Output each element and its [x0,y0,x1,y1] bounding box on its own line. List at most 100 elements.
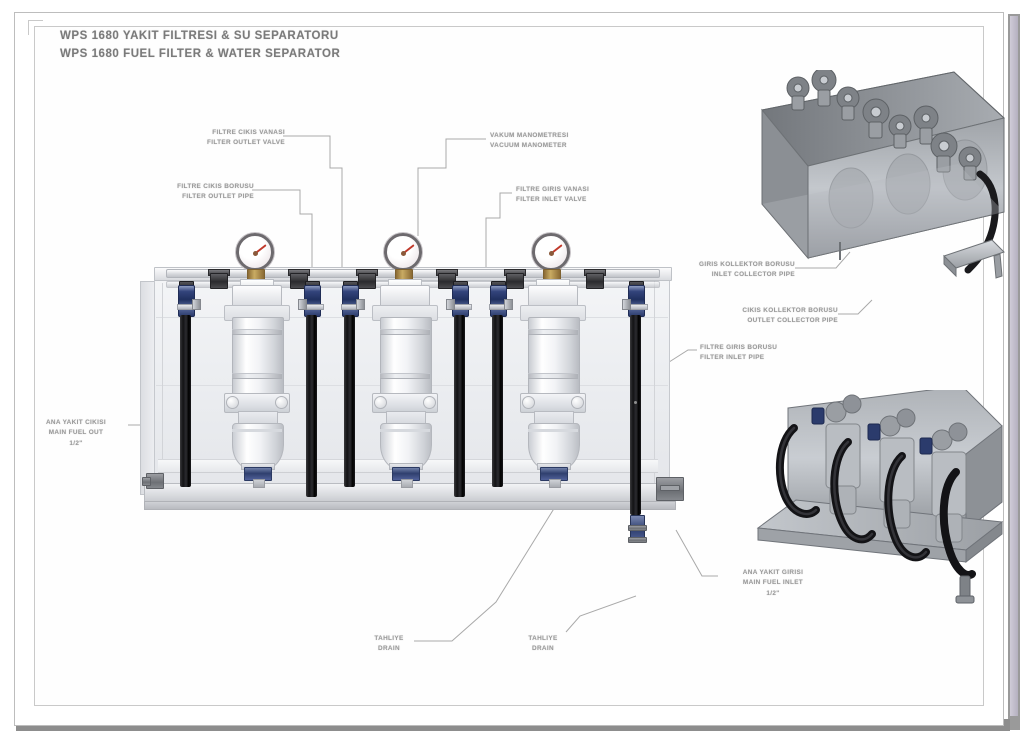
filter-body-shadow-2 [885,153,931,215]
valve-stem [298,299,307,310]
vacuum-manometer-gauge-3 [532,233,570,271]
filter-unit-3 [504,233,606,488]
title-english: WPS 1680 FUEL FILTER & WATER SEPARATOR [60,47,341,60]
valve-handwheels-rear [786,70,982,181]
callout-main-fuel-out-tr: ANA YAKIT CIKISI [45,419,107,426]
callout-filter-outlet-valve-en: FILTER OUTLET VALVE [206,139,285,147]
callout-drain-right-tr: TAHLIYE [528,635,558,642]
sheet-shadow-tint [1010,16,1018,716]
callout-drain-left-tr: TAHLIYE [374,635,404,642]
callout-vacuum-manometer-en: VACUUM MANOMETER [490,142,567,150]
filter-band [528,329,578,335]
callout-filter-outlet-valve-tr: FILTRE CIKIS VANASI [212,129,285,136]
bowl-ring [380,429,430,432]
title-block: WPS 1680 YAKIT FILTRESI & SU SEPARATORU … [60,28,520,64]
filter-inlet-pipe-2 [344,315,355,487]
callout-filter-outlet-pipe-en: FILTER OUTLET PIPE [182,193,254,201]
callout-drain-right: TAHLIYE DRAIN [516,634,570,655]
enclosure-inner-edge-right [654,275,655,489]
callout-main-fuel-inlet: ANA YAKIT GIRISI MAIN FUEL INLET 1/2" [718,568,828,599]
filter-band [232,329,282,335]
callout-outlet-collector-pipe-tr: CIKIS KOLLEKTOR BORUSU [742,307,838,314]
filter-outlet-tee-3 [586,273,604,289]
drain-valve-1[interactable] [244,467,272,488]
collar-lug [275,396,288,409]
filter-band [380,329,430,335]
callout-filter-inlet-valve-en: FILTER INLET VALVE [516,196,587,204]
collar-lug [374,396,387,409]
pipe-node [634,401,637,404]
valve-stem [356,299,365,310]
filter-inlet-tee-1 [210,273,228,289]
filter-band [528,373,578,379]
valve-stem [446,299,455,310]
iso-view-front [752,390,1018,625]
callout-vacuum-manometer: VAKUM MANOMETRESI VACUUM MANOMETER [490,131,640,152]
vacuum-manometer-gauge-1 [236,233,274,271]
callout-main-fuel-inlet-en: MAIN FUEL INLET [742,579,804,587]
callout-filter-outlet-pipe: FILTRE CIKIS BORUSU FILTER OUTLET PIPE [110,182,254,203]
callout-vacuum-manometer-tr: VAKUM MANOMETRESI [490,132,569,139]
main-fuel-out-nipple [142,477,151,486]
filter-inlet-tee-2 [358,273,376,289]
callout-main-fuel-out-size: 1/2" [69,439,83,447]
inlet-collector-pipe-run [166,269,660,278]
valve-stem [192,299,201,310]
callout-outlet-collector-pipe: CIKIS KOLLEKTOR BORUSU OUTLET COLLECTOR … [698,306,838,327]
callout-filter-inlet-pipe-en: FILTER INLET PIPE [700,354,765,362]
callout-inlet-collector-pipe: GIRIS KOLLEKTOR BORUSU INLET COLLECTOR P… [655,260,795,281]
callout-drain-right-en: DRAIN [532,645,554,653]
callout-filter-outlet-valve: FILTRE CIKIS VANASI FILTER OUTLET VALVE [143,128,285,149]
frame-corner-notch [28,20,43,35]
callout-inlet-collector-pipe-en: INLET COLLECTOR PIPE [711,271,795,279]
bowl-ring [528,429,578,432]
drain-outlet-band [628,537,647,543]
collar-lug [226,396,239,409]
filter-outlet-pipe-1 [306,315,317,497]
filter-unit-2 [356,233,458,488]
callout-main-fuel-out-en: MAIN FUEL OUT [48,429,104,437]
title-turkish: WPS 1680 YAKIT FILTRESI & SU SEPARATORU [60,30,339,42]
filter-outlet-pipe-3 [630,315,641,515]
bowl-ring [232,429,282,432]
callout-filter-inlet-pipe-tr: FILTRE GIRIS BORUSU [700,344,778,351]
iso-main-fuel-inlet-stub [955,575,975,604]
drain-valve-3[interactable] [540,467,568,488]
filter-body-shadow-1 [828,167,874,229]
filter-inlet-pipe-3 [492,315,503,487]
iso-view-rear [748,70,1016,320]
filter-band [380,373,430,379]
main-fuel-inlet-rib [660,485,680,491]
valve-stem [622,299,631,310]
main-assembly-front-elevation [140,225,685,543]
callout-drain-left: TAHLIYE DRAIN [362,634,416,655]
gauge-hub [549,251,554,256]
filter-inlet-valve-3[interactable] [489,285,510,317]
base-foot [144,501,676,510]
callout-drain-left-en: DRAIN [378,645,400,653]
enclosure-inner-edge-left [162,283,163,481]
drain-outlet-band [628,525,647,531]
callout-filter-inlet-pipe: FILTRE GIRIS BORUSU FILTER INLET PIPE [700,343,840,364]
callout-filter-inlet-valve: FILTRE GIRIS VANASI FILTER INLET VALVE [516,185,662,206]
rack-base-plate [762,164,1005,279]
iso-blue-valves [811,407,933,455]
vacuum-manometer-gauge-2 [384,233,422,271]
filter-band [232,373,282,379]
callout-main-fuel-inlet-tr: ANA YAKIT GIRISI [742,569,804,576]
valve-stem [504,299,513,310]
gauge-hub [401,251,406,256]
callout-filter-outlet-pipe-tr: FILTRE CIKIS BORUSU [177,183,254,190]
collar-lug [571,396,584,409]
gauge-hub [253,251,258,256]
callout-main-fuel-out: ANA YAKIT CIKISI MAIN FUEL OUT 1/2" [22,418,130,449]
drain-valve-2[interactable] [392,467,420,488]
collar-lug [522,396,535,409]
filter-outlet-pipe-2 [454,315,465,497]
callout-inlet-collector-pipe-tr: GIRIS KOLLEKTOR BORUSU [699,261,795,268]
filter-inlet-pipe-1 [180,315,191,487]
callout-filter-inlet-valve-tr: FILTRE GIRIS VANASI [516,186,590,193]
filter-unit-1 [208,233,310,488]
collar-lug [423,396,436,409]
